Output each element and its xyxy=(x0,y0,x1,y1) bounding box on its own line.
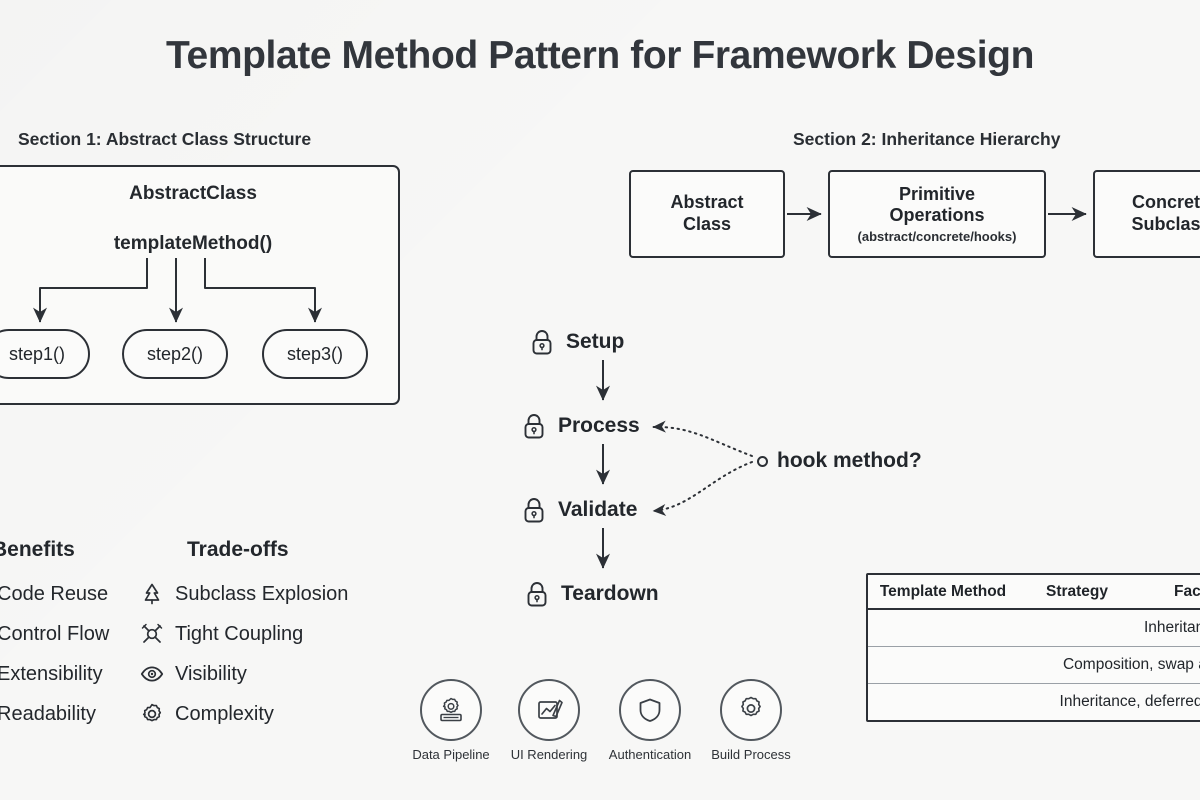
gear-icon xyxy=(140,702,164,726)
tradeoff-label: Complexity xyxy=(175,702,274,725)
benefit-label: Extensibility xyxy=(0,662,103,685)
column-header-factory: Factory xyxy=(1136,575,1200,610)
eye-icon xyxy=(140,662,164,686)
section-1-header: Section 1: Abstract Class Structure xyxy=(18,129,312,149)
table-row[interactable]: Inheritance, deferred creation xyxy=(868,684,1200,721)
usecase-build-process[interactable]: Build Process xyxy=(699,679,803,762)
usecase-ui-rendering[interactable]: UI Rendering xyxy=(497,679,601,762)
lifecycle-step-label: Teardown xyxy=(561,582,659,605)
tradeoff-item-visibility[interactable]: Visibility xyxy=(140,662,247,686)
lock-icon xyxy=(521,412,547,440)
page-title: Template Method Pattern for Framework De… xyxy=(166,34,1034,77)
hierarchy-node-concrete-subclass[interactable]: Concrete Subclass xyxy=(1093,170,1200,258)
table-cell: Inheritance, fixed xyxy=(868,609,1200,647)
usecase-label: Data Pipeline xyxy=(412,747,490,762)
tradeoffs-header: Trade-offs xyxy=(187,538,289,561)
tradeoff-label: Tight Coupling xyxy=(175,622,304,645)
lifecycle-step-process[interactable]: Process xyxy=(521,412,640,440)
tradeoff-label: Subclass Explosion xyxy=(175,582,349,605)
benefit-label: Readability xyxy=(0,702,96,725)
usecase-authentication[interactable]: Authentication xyxy=(598,679,702,762)
benefits-header: Benefits xyxy=(0,538,75,561)
benefit-item-extensibility[interactable]: Extensibility xyxy=(0,662,103,686)
usecase-data-pipeline[interactable]: Data Pipeline xyxy=(399,679,503,762)
hook-method-label: hook method? xyxy=(777,449,922,472)
benefit-item-control-flow[interactable]: Control Flow xyxy=(0,622,109,646)
lifecycle-step-teardown[interactable]: Teardown xyxy=(524,580,659,608)
shield-icon xyxy=(619,679,681,741)
hook-method-node[interactable]: hook method? xyxy=(757,449,922,473)
tradeoff-item-tight-coupling[interactable]: Tight Coupling xyxy=(140,622,303,646)
tradeoff-label: Visibility xyxy=(175,662,247,685)
tree-icon xyxy=(140,582,164,606)
section-2-header: Section 2: Inheritance Hierarchy xyxy=(793,129,1061,149)
hierarchy-node-primitive-operations[interactable]: Primitive Operations (abstract/concrete/… xyxy=(828,170,1046,258)
ui-rendering-icon xyxy=(518,679,580,741)
hook-connectors xyxy=(652,420,753,516)
lifecycle-step-validate[interactable]: Validate xyxy=(521,496,637,524)
hierarchy-node-title-line2: Subclass xyxy=(1131,214,1200,234)
column-header-template-method: Template Method xyxy=(868,575,1018,610)
hierarchy-node-subtitle: (abstract/concrete/hooks) xyxy=(857,228,1017,244)
column-header-strategy: Strategy xyxy=(1018,575,1136,610)
lifecycle-step-label: Process xyxy=(558,414,640,437)
lifecycle-step-label: Setup xyxy=(566,330,625,353)
step-pill-1[interactable]: step1() xyxy=(0,329,90,379)
hierarchy-node-title-line1: Abstract xyxy=(670,192,744,213)
hierarchy-node-title-line2: Class xyxy=(682,214,732,234)
hierarchy-node-title-line2: Operations xyxy=(889,205,985,226)
hierarchy-node-title-line1: Concrete xyxy=(1131,192,1200,213)
data-pipeline-icon xyxy=(420,679,482,741)
comparison-table[interactable]: Template Method Strategy Factory Inherit… xyxy=(866,573,1200,722)
lock-icon xyxy=(529,328,555,356)
benefit-item-readability[interactable]: Readability xyxy=(0,702,96,726)
lifecycle-step-setup[interactable]: Setup xyxy=(529,328,624,356)
lock-icon xyxy=(521,496,547,524)
lifecycle-step-label: Validate xyxy=(558,498,638,521)
knot-icon xyxy=(140,622,164,646)
benefit-label: Control Flow xyxy=(0,622,110,645)
hierarchy-node-title-line1: Primitive xyxy=(898,183,976,204)
template-method-name: templateMethod() xyxy=(113,233,273,254)
table-cell: Composition, swap algorithm xyxy=(868,646,1200,684)
table-cell: Inheritance, deferred creation xyxy=(1059,693,1200,710)
abstract-class-name: AbstractClass xyxy=(129,183,257,204)
benefit-label: Code Reuse xyxy=(0,582,109,605)
usecase-label: Build Process xyxy=(711,747,791,762)
tradeoff-item-complexity[interactable]: Complexity xyxy=(140,702,274,726)
circle-node-icon xyxy=(757,455,768,467)
table-row[interactable]: Composition, swap algorithm xyxy=(868,646,1200,684)
step-pill-2[interactable]: step2() xyxy=(122,329,228,379)
step-pill-3[interactable]: step3() xyxy=(262,329,368,379)
gear-icon xyxy=(720,679,782,741)
usecase-label: Authentication xyxy=(608,747,692,762)
tradeoff-item-subclass-explosion[interactable]: Subclass Explosion xyxy=(140,582,348,606)
lock-icon xyxy=(524,580,550,608)
usecase-label: UI Rendering xyxy=(510,747,588,762)
table-row[interactable]: Inheritance, fixed xyxy=(868,609,1200,647)
hierarchy-node-abstract-class[interactable]: Abstract Class xyxy=(629,170,785,258)
table-header-row: Template Method Strategy Factory xyxy=(868,575,1200,610)
benefit-item-code-reuse[interactable]: Code Reuse xyxy=(0,582,108,606)
